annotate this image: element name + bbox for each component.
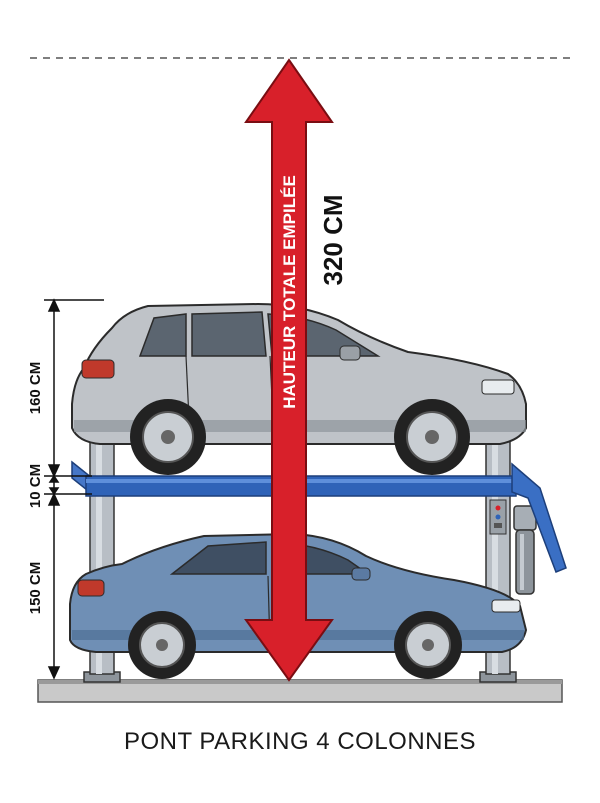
lower-vehicle-height: 150 CM [27,562,44,615]
dimension-lines [44,298,104,680]
total-height-label: HAUTEUR TOTALE EMPILÉE [280,175,299,409]
upper-vehicle-height: 160 CM [27,362,44,415]
ground-slab-top [38,680,562,684]
diagram-caption: PONT PARKING 4 COLONNES [123,728,477,755]
control-panel-icon [489,499,507,535]
total-height-value: 320 CM [318,194,348,285]
hydraulic-pump-icon [513,505,537,595]
platform-thickness: 10 CM [27,464,44,508]
vertical-double-arrow-icon [244,58,334,682]
